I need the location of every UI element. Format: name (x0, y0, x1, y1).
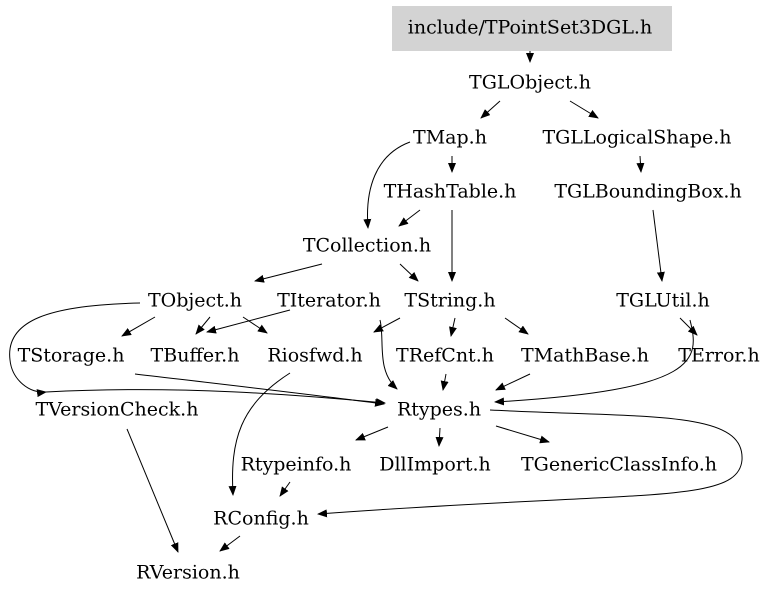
edge-trefcnt-to-rtypes (440, 373, 449, 391)
edge-tstring-to-tmathbase (504, 317, 529, 335)
node-terror[interactable]: TError.h (678, 344, 760, 367)
edge-tcollection-to-tobject (254, 263, 323, 283)
edge-tglutil-to-rtypes (494, 319, 694, 406)
edge-tstorage-to-rtypes (134, 373, 385, 407)
node-thashtable[interactable]: THashTable.h (383, 180, 517, 203)
edge-tstring-to-riosfwd (373, 317, 401, 333)
node-tglobject[interactable]: TGLObject.h (469, 71, 591, 94)
node-root[interactable]: include/TPointSet3DGL.h (407, 16, 653, 39)
node-titerator[interactable]: TIterator.h (277, 289, 381, 312)
edge-tglboundingbox-to-tglutil (652, 209, 665, 282)
node-rtypeinfo[interactable]: Rtypeinfo.h (240, 453, 352, 476)
edge-rtypes-to-rconfig (317, 409, 743, 518)
node-tobject[interactable]: TObject.h (147, 289, 243, 312)
node-rtypes[interactable]: Rtypes.h (396, 398, 482, 421)
edge-riosfwd-to-rconfig (228, 372, 291, 496)
edge-rconfig-to-rversion (219, 535, 241, 552)
node-tmathbase[interactable]: TMathBase.h (521, 344, 649, 367)
edge-tglobject-to-tmap (480, 100, 501, 119)
node-dllimport[interactable]: DllImport.h (379, 453, 491, 476)
node-tglboundingbox[interactable]: TGLBoundingBox.h (554, 180, 742, 203)
edge-rtypeinfo-to-rconfig (279, 481, 291, 497)
edge-tobject-to-tversioncheck (9, 302, 141, 398)
edge-tcollection-to-tstring (399, 263, 419, 282)
node-tmap[interactable]: TMap.h (413, 126, 487, 149)
node-rconfig[interactable]: RConfig.h (213, 507, 309, 530)
edge-thashtable-to-tcollection (398, 209, 421, 227)
edge-tmap-to-tcollection (363, 141, 411, 229)
node-tbuffer[interactable]: TBuffer.h (150, 344, 240, 367)
node-tcollection[interactable]: TCollection.h (302, 234, 432, 257)
edge-tversioncheck-to-rversion (126, 428, 179, 553)
edge-tglutil-to-terror (679, 317, 698, 336)
node-riosfwd[interactable]: Riosfwd.h (267, 344, 363, 367)
edge-tobject-to-tstorage (121, 316, 156, 337)
edge-rtypes-to-dllimport (435, 427, 444, 447)
node-tstorage[interactable]: TStorage.h (17, 344, 125, 367)
edge-tobject-to-tbuffer (195, 316, 211, 335)
edge-tglobject-to-tgllogicalshape (569, 100, 599, 119)
edge-titerator-to-tbuffer (206, 309, 291, 334)
node-tversioncheck[interactable]: TVersionCheck.h (35, 398, 199, 421)
node-tgllogicalshape[interactable]: TGLLogicalShape.h (542, 126, 732, 149)
edge-tstring-to-rtypes (379, 319, 398, 390)
node-rversion[interactable]: RVersion.h (136, 561, 240, 584)
edge-tmathbase-to-rtypes (495, 373, 531, 391)
node-tgenericclassinfo[interactable]: TGenericClassInfo.h (521, 453, 717, 476)
edge-rtypes-to-rtypeinfo (355, 426, 389, 441)
edge-tgllogicalshape-to-tglboundingbox (636, 155, 645, 173)
edge-rtypes-to-tgenericclassinfo (495, 425, 550, 444)
node-trefcnt[interactable]: TRefCnt.h (396, 344, 494, 367)
node-tstring[interactable]: TString.h (404, 289, 496, 312)
edge-tobject-to-riosfwd (242, 316, 268, 334)
node-tglutil[interactable]: TGLUtil.h (616, 289, 710, 312)
edge-tstring-to-trefcnt (449, 317, 457, 337)
root-node-box (392, 6, 672, 51)
